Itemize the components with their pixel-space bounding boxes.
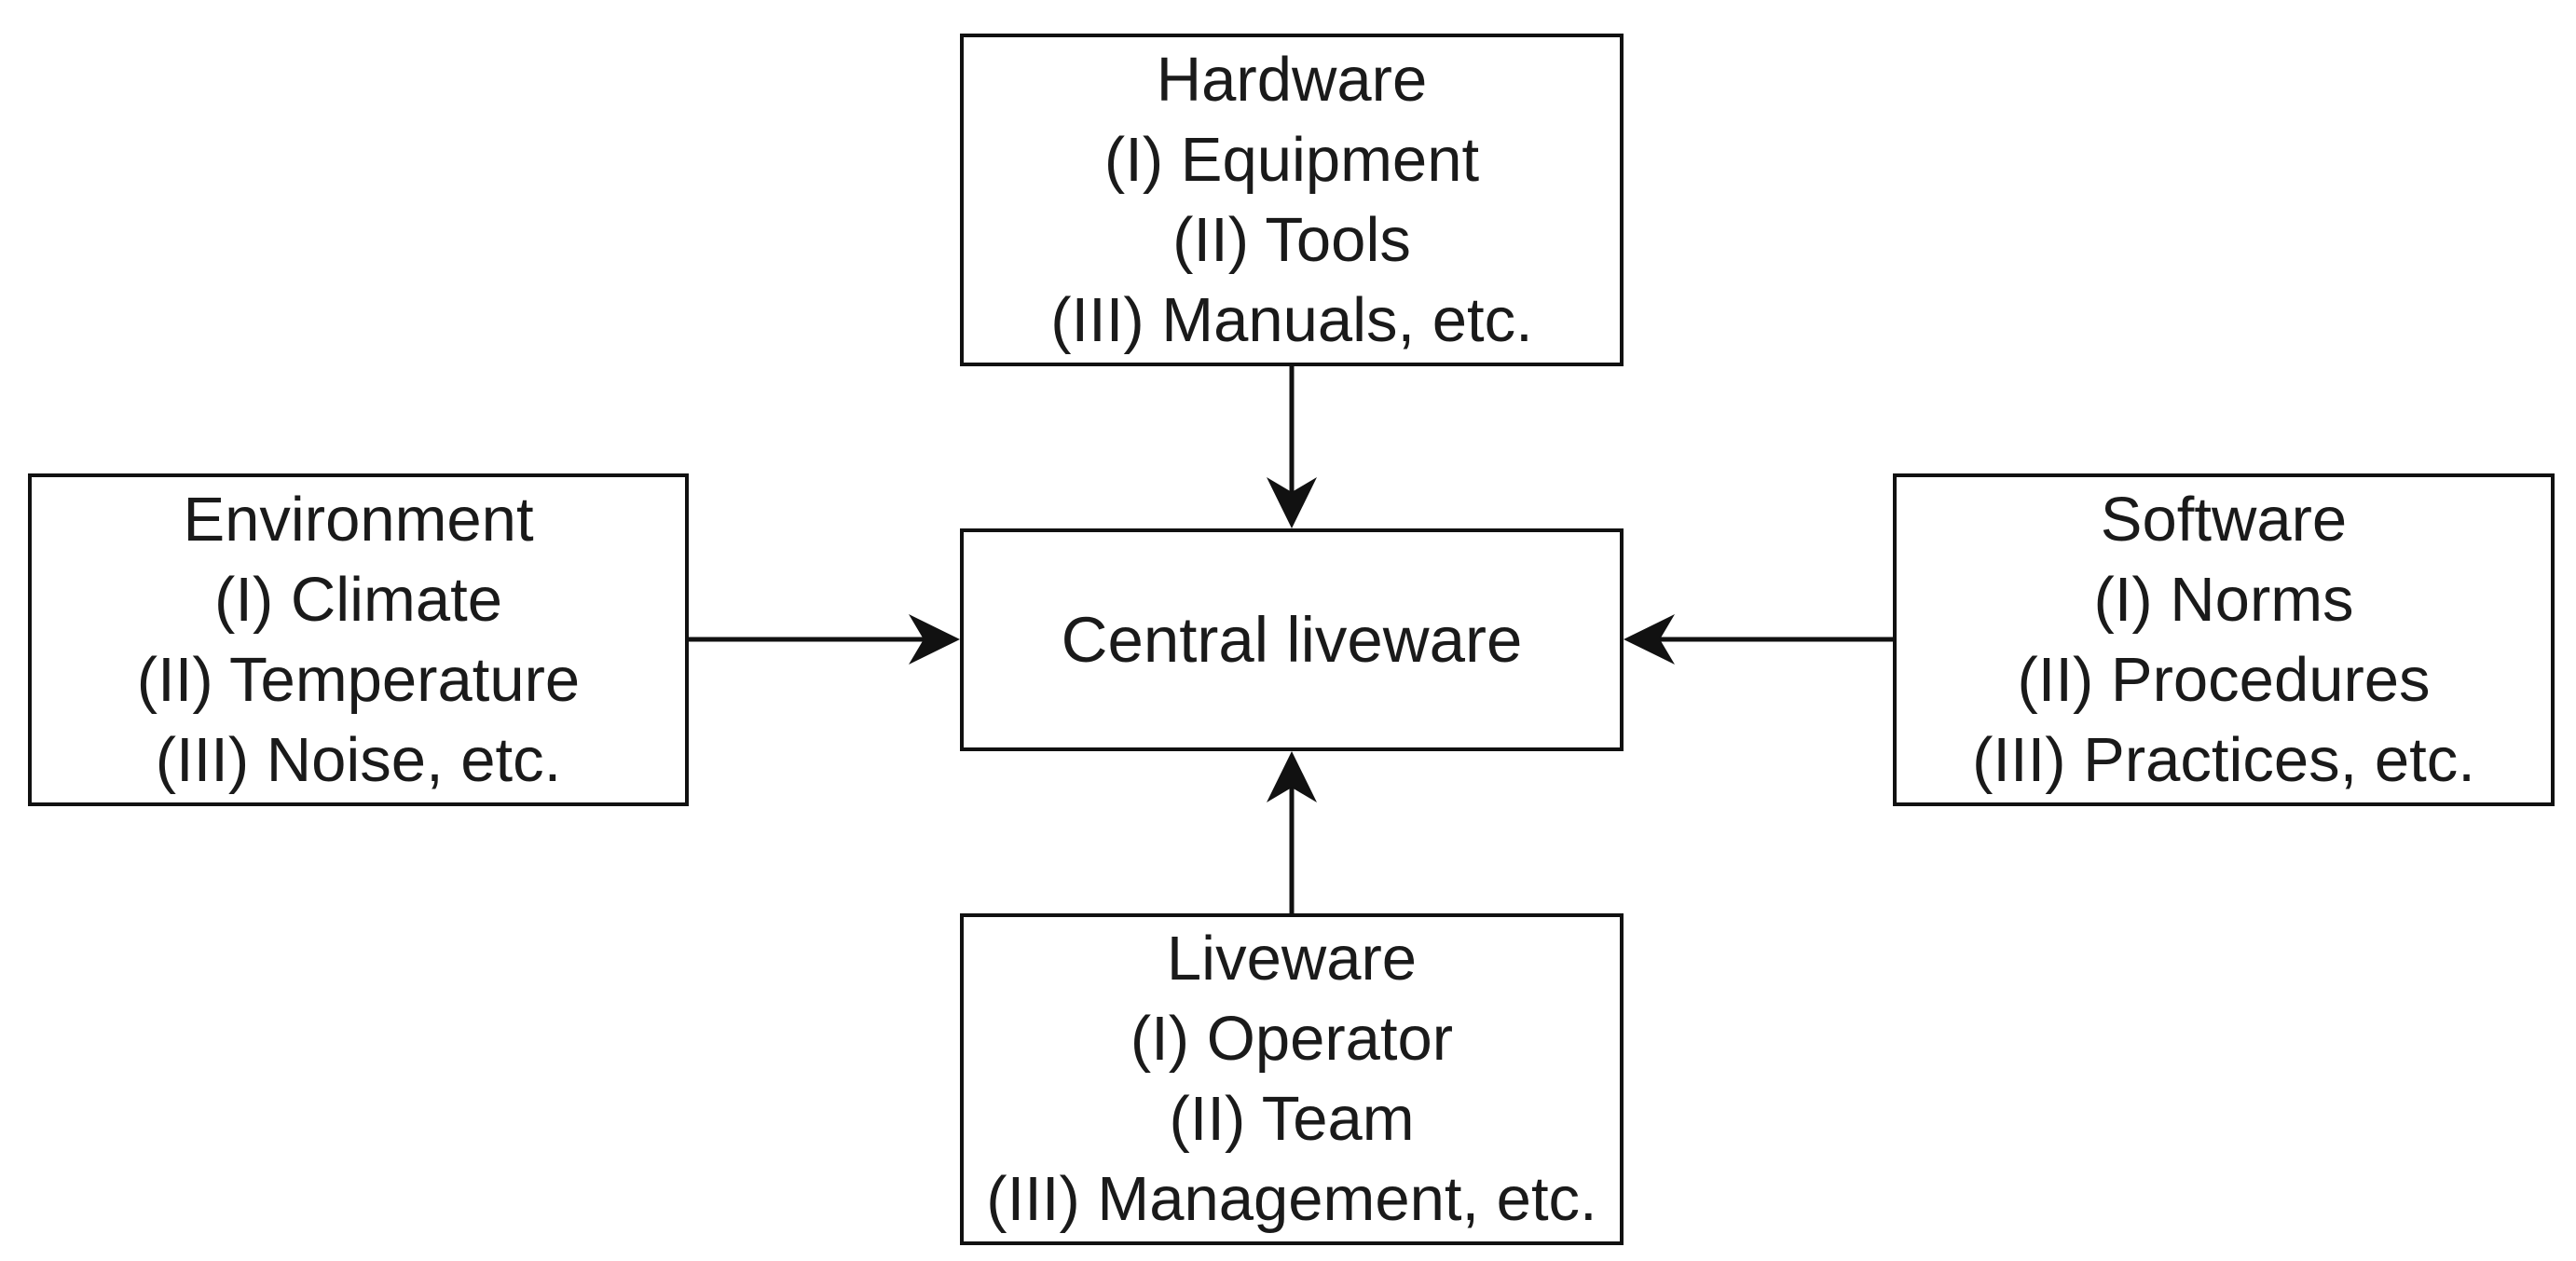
liveware-item-2: (II) Team <box>1169 1084 1415 1154</box>
environment-item-3: (III) Noise, etc. <box>155 724 562 795</box>
arrow-software-to-central <box>1624 614 1893 665</box>
liveware-item-1: (I) Operator <box>1130 1004 1454 1074</box>
liveware-box: Liveware (I) Operator (II) Team (III) Ma… <box>960 913 1624 1245</box>
hardware-item-2: (II) Tools <box>1172 204 1411 275</box>
software-item-2: (II) Procedures <box>2017 644 2431 715</box>
software-title: Software <box>2100 484 2348 555</box>
software-item-1: (I) Norms <box>2093 564 2354 635</box>
arrow-environment-to-central <box>689 614 960 665</box>
hardware-item-3: (III) Manuals, etc. <box>1050 284 1533 355</box>
software-item-3: (III) Practices, etc. <box>1972 724 2475 795</box>
software-box: Software (I) Norms (II) Procedures (III)… <box>1893 473 2555 806</box>
hardware-title: Hardware <box>1156 44 1428 115</box>
central-liveware-box: Central liveware <box>960 528 1624 751</box>
arrow-hardware-to-central <box>1267 366 1317 528</box>
central-liveware-title: Central liveware <box>1061 603 1523 676</box>
arrow-liveware-to-central <box>1267 751 1317 913</box>
liveware-title: Liveware <box>1166 924 1418 994</box>
environment-item-2: (II) Temperature <box>136 644 581 715</box>
environment-box: Environment (I) Climate (II) Temperature… <box>28 473 689 806</box>
hardware-box: Hardware (I) Equipment (II) Tools (III) … <box>960 34 1624 366</box>
environment-title: Environment <box>183 484 534 555</box>
hardware-item-1: (I) Equipment <box>1103 124 1480 195</box>
environment-item-1: (I) Climate <box>214 564 502 635</box>
liveware-item-3: (III) Management, etc. <box>986 1164 1597 1234</box>
